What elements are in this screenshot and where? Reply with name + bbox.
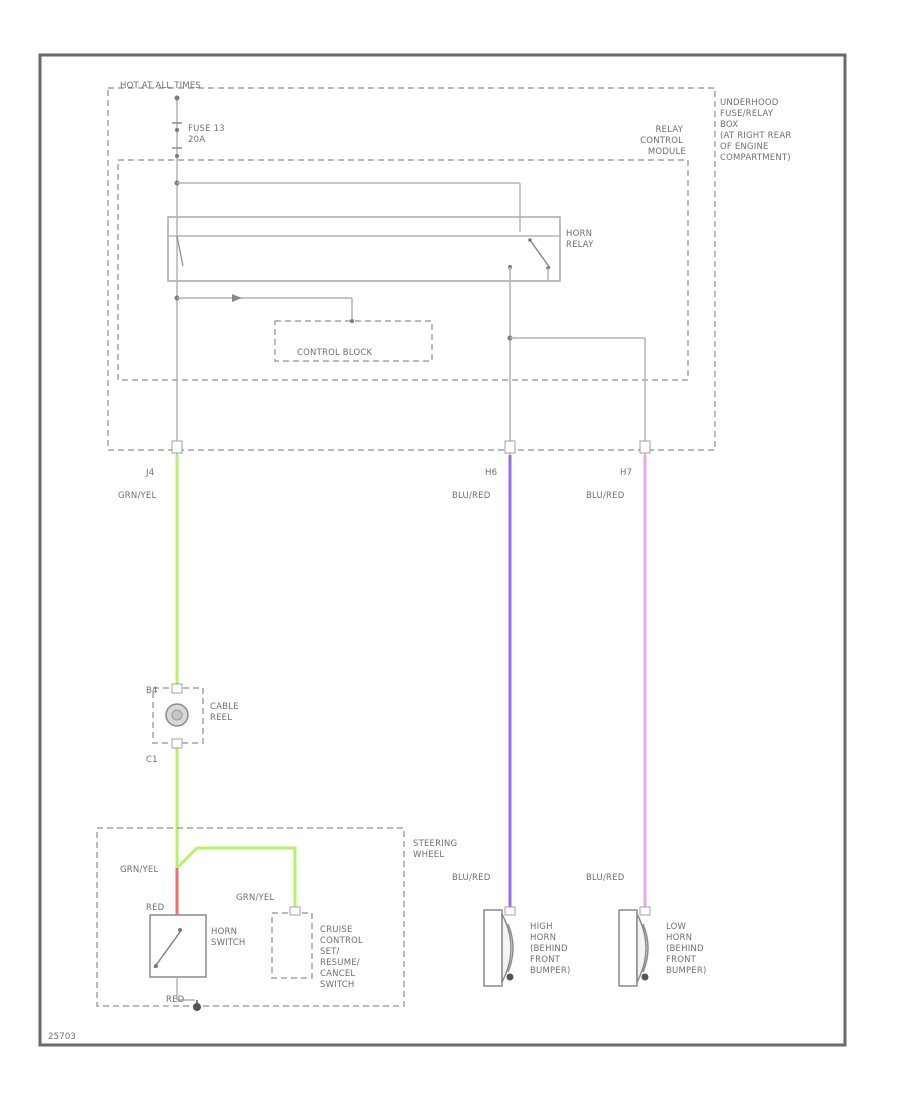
connector-h6-label: H6 (485, 468, 497, 478)
horn-relay-box (167, 216, 561, 282)
fuse-label: FUSE 13 20A (188, 124, 228, 145)
connector-b4-label: B4 (146, 686, 158, 696)
underhood-fuse-relay-box (107, 87, 716, 451)
hot-at-all-times-label: HOT AT ALL TIMES (120, 81, 201, 91)
connector-h7-label: H7 (620, 468, 632, 478)
low-horn-label: LOW HORN (BEHIND FRONT BUMPER) (666, 922, 707, 976)
sw-red-label: RED (146, 903, 165, 913)
low-horn-icon (618, 906, 651, 987)
horn-relay-contact (529, 239, 551, 269)
relay-control-module-label: RELAY CONTROL MODULE (640, 125, 686, 157)
wire-right-label: BLU/RED (586, 491, 625, 501)
sw-grn-yel-1-label: GRN/YEL (120, 865, 158, 875)
diagram-frame (38, 53, 847, 1047)
steering-wheel-box (96, 827, 405, 1007)
diode-arrow (232, 294, 242, 302)
blu-red-high-label: BLU/RED (452, 873, 491, 883)
figure-id-label: 25703 (48, 1032, 76, 1042)
junction-dot (174, 95, 180, 101)
high-horn-icon (483, 906, 516, 987)
underhood-box-label: UNDERHOOD FUSE/RELAY BOX (AT RIGHT REAR … (720, 98, 794, 163)
horn-switch-contact (153, 931, 181, 969)
high-horn-label: HIGH HORN (BEHIND FRONT BUMPER) (530, 922, 571, 976)
wire-mid-label: BLU/RED (452, 491, 491, 501)
horn-relay-label: HORN RELAY (566, 229, 595, 250)
sw-grn-yel-2-label: GRN/YEL (236, 893, 274, 903)
relay-control-module-box (117, 159, 689, 381)
control-block-label: CONTROL BLOCK (297, 348, 372, 358)
control-block-box (274, 320, 433, 362)
connector-j4 (171, 440, 183, 454)
horn-switch-box (149, 914, 207, 978)
wire-left-label: GRN/YEL (118, 491, 156, 501)
connector-j4-label: J4 (145, 468, 154, 478)
horn-switch-label: HORN SWITCH (211, 927, 246, 948)
connector-h6 (504, 440, 516, 454)
blu-red-low-label: BLU/RED (586, 873, 625, 883)
cable-reel-label: CABLE REEL (210, 702, 242, 723)
sw-red-bottom-label: RED (166, 995, 185, 1005)
cruise-switch-box (271, 912, 313, 979)
steering-wheel-label: STEERING WHEEL (413, 839, 460, 860)
wire-grn-yel-to-cruise (175, 846, 297, 908)
cruise-switch-label: CRUISE CONTROL SET/ RESUME/ CANCEL SWITC… (320, 925, 366, 990)
connector-c1-label: C1 (146, 755, 158, 765)
connector-h7 (639, 440, 651, 454)
